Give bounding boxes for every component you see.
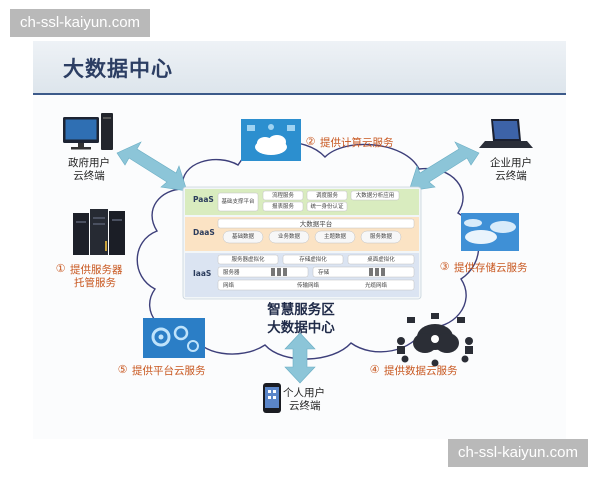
- enterprise-line1: 企业用户: [490, 157, 532, 169]
- service-number: ④: [369, 363, 380, 376]
- arrow-government: [116, 141, 188, 192]
- storage-cloud-icon: [461, 213, 519, 251]
- title-rule: [33, 93, 566, 95]
- service-hosting-text-2: 托管服务: [74, 277, 116, 289]
- service-data: ④ 提供数据云服务: [369, 364, 458, 378]
- service-platform: ⑤ 提供平台云服务: [117, 364, 206, 378]
- government-client-label: 政府用户 云终端: [57, 157, 121, 183]
- compute-cloud-icon: [241, 119, 301, 161]
- daas-item: 服务数据: [369, 234, 392, 240]
- paas-item: 基础支撑平台: [221, 199, 255, 205]
- service-stack-panel: [182, 186, 422, 300]
- enterprise-client-label: 企业用户 云终端: [479, 157, 543, 183]
- iaas-item: 光缆网络: [364, 283, 387, 289]
- server-rack-icon: [73, 209, 125, 255]
- iaas-item: 服务器: [223, 270, 240, 276]
- platform-gears-icon: [143, 318, 205, 358]
- service-number: ⑤: [117, 363, 128, 376]
- watermark-bottom: ch-ssl-kaiyun.com: [447, 439, 588, 467]
- desktop-pc-icon: [63, 113, 113, 150]
- government-line2: 云终端: [73, 170, 105, 182]
- daas-title: 大数据平台: [299, 220, 333, 228]
- slide: 大数据中心: [33, 41, 566, 439]
- service-compute-text: 提供计算云服务: [320, 137, 394, 149]
- iaas-label: IaaS: [193, 269, 212, 278]
- personal-line1: 个人用户: [283, 387, 325, 399]
- service-number: ③: [439, 260, 450, 273]
- iaas-item: 存储虚拟化: [299, 257, 327, 263]
- service-platform-text: 提供平台云服务: [132, 365, 206, 377]
- daas-item: 业务数据: [277, 234, 300, 240]
- paas-label: PaaS: [193, 195, 214, 204]
- service-hosting-text: 提供服务器: [70, 264, 123, 276]
- watermark-top: ch-ssl-kaiyun.com: [10, 9, 151, 37]
- personal-line2: 云终端: [289, 400, 321, 412]
- daas-item: 主题数据: [323, 234, 346, 240]
- service-storage-text: 提供存储云服务: [454, 262, 528, 274]
- service-number: ②: [305, 135, 316, 148]
- service-hosting: ① 提供服务器 托管服务: [55, 263, 123, 290]
- iaas-item: 服务器虚拟化: [231, 257, 265, 263]
- paas-item: 统一身份认证: [310, 204, 344, 210]
- smartphone-icon: [263, 383, 281, 413]
- architecture-diagram: [63, 113, 533, 413]
- daas-label: DaaS: [193, 228, 215, 237]
- service-data-text: 提供数据云服务: [384, 365, 458, 377]
- paas-item: 流程服务: [271, 193, 294, 199]
- service-compute: ② 提供计算云服务: [305, 136, 394, 150]
- service-number: ①: [55, 262, 66, 275]
- paas-item: 调度服务: [315, 193, 338, 199]
- government-line1: 政府用户: [68, 157, 110, 169]
- enterprise-line2: 云终端: [495, 170, 527, 182]
- arrow-personal: [284, 332, 316, 384]
- center-title: 智慧服务区 大数据中心: [241, 301, 361, 337]
- iaas-item: 传输网络: [296, 283, 319, 289]
- arrow-enterprise: [408, 141, 480, 192]
- paas-item: 大数据分析应用: [355, 193, 395, 199]
- center-title-line2: 大数据中心: [267, 320, 335, 336]
- data-network-icon: [397, 313, 473, 367]
- iaas-item: 存储: [318, 270, 330, 276]
- slide-title: 大数据中心: [63, 57, 173, 81]
- center-title-line1: 智慧服务区: [267, 302, 335, 318]
- daas-item: 基础数据: [231, 234, 254, 240]
- service-storage: ③ 提供存储云服务: [439, 261, 528, 275]
- iaas-item: 桌面虚拟化: [367, 257, 395, 263]
- paas-item: 报表服务: [271, 204, 294, 210]
- personal-client-label: 个人用户 云终端: [283, 387, 345, 413]
- laptop-icon: [479, 119, 533, 148]
- iaas-item: 网络: [223, 283, 235, 289]
- title-bar: [33, 41, 566, 93]
